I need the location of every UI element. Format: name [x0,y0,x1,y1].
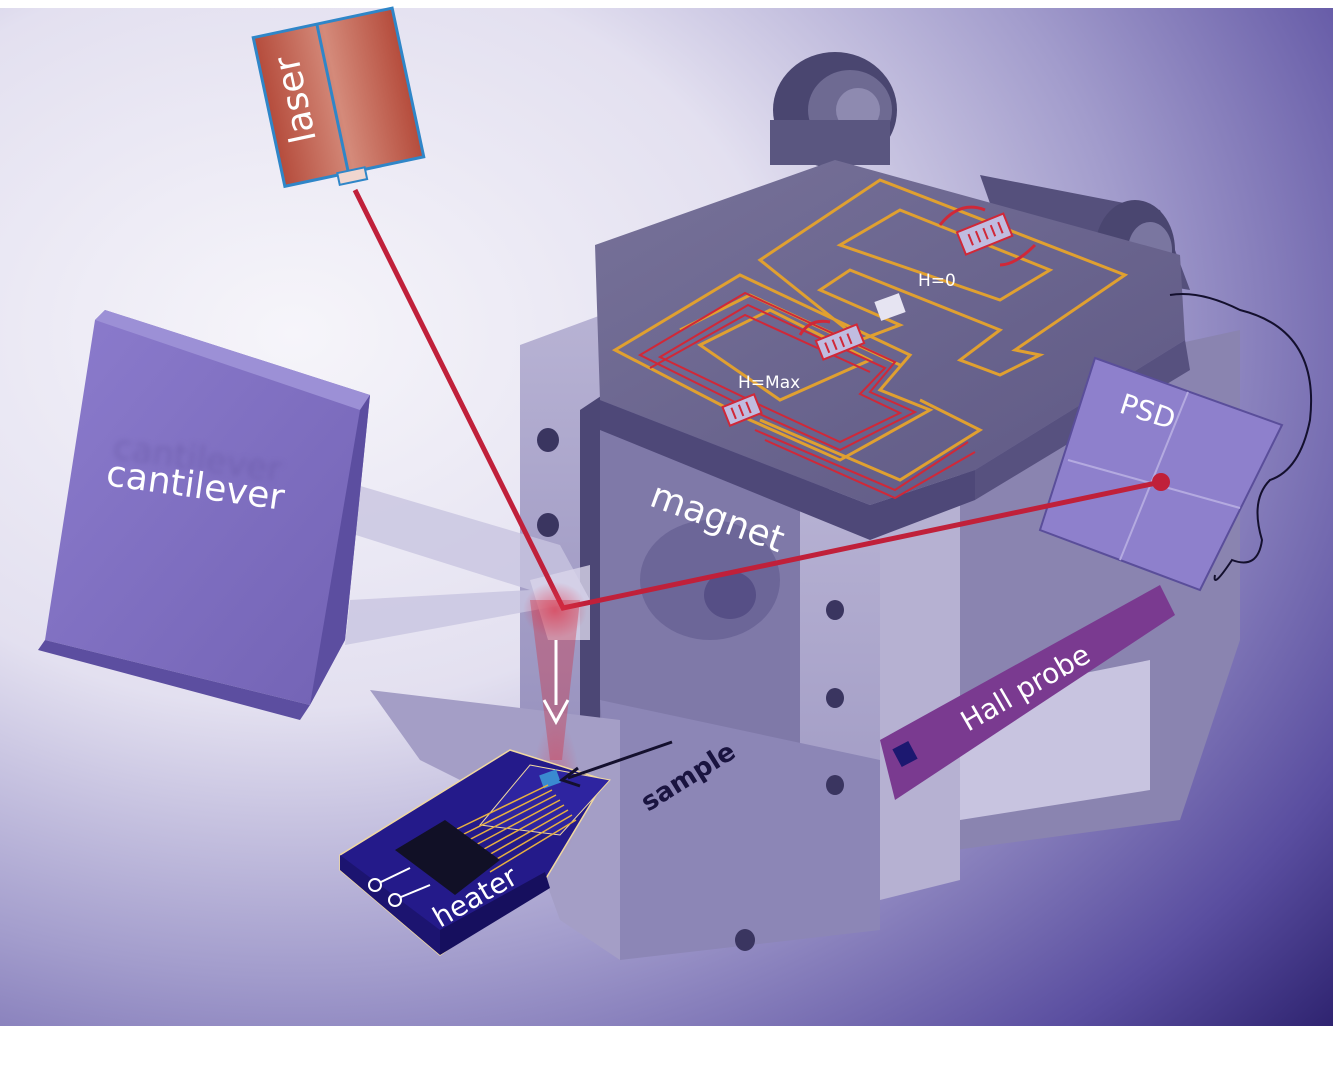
bolt-holes [537,428,844,951]
sample-chip [539,769,561,789]
tip-arrow [542,640,570,726]
hall-sensor-chip [892,740,918,768]
heater-stage: heater [339,749,611,956]
h-max-label: H=Max [738,373,800,393]
h-zero-label: H=0 [918,271,956,291]
cantilever-block: cantilever cantilever [38,310,370,720]
coil-h-zero [757,178,1129,377]
heater-element [395,820,500,895]
adjust-knob [770,52,897,168]
beam-spot [1152,473,1170,491]
psd-cable [1169,293,1313,581]
coil-samples [721,205,1037,427]
laser-source: laser [251,6,426,189]
heater-wires [454,784,577,873]
heater-terminals [368,867,431,907]
